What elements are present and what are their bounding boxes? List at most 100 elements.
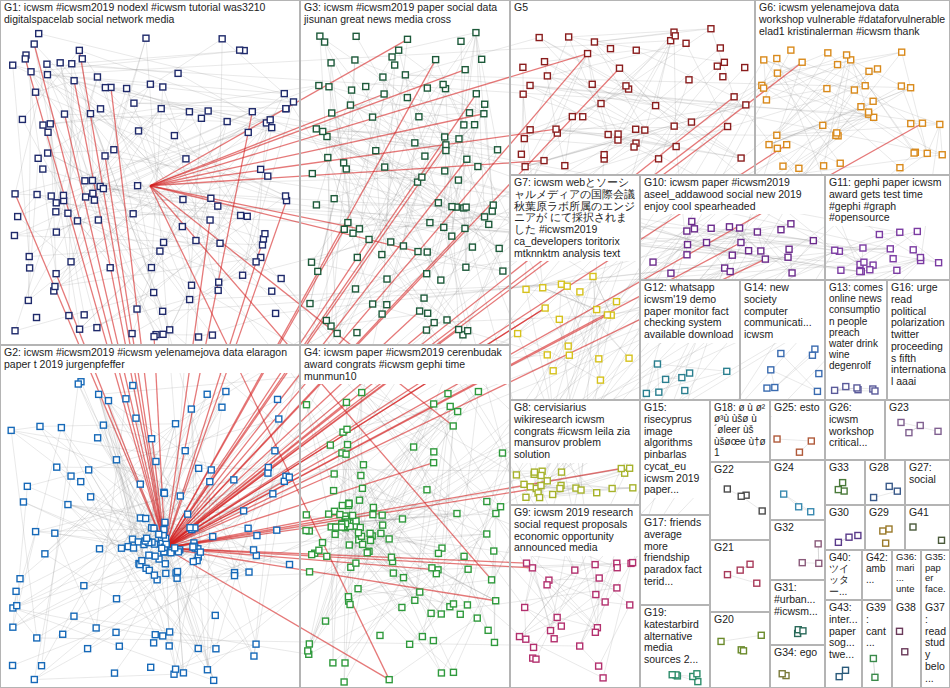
vertex-icon: [107, 265, 113, 271]
vertex-icon: [276, 416, 282, 422]
vertex-icon: [897, 229, 903, 235]
vertex-icon: [400, 243, 406, 249]
vertex-icon: [216, 279, 222, 285]
vertex-group: [871, 483, 901, 500]
vertex-icon: [593, 592, 599, 598]
vertex-icon: [876, 232, 882, 238]
vertex-link: [134, 548, 216, 615]
vertex-icon: [489, 208, 495, 214]
vertex-icon: [589, 81, 595, 87]
vertex-icon: [858, 104, 864, 110]
vertex-icon: [615, 131, 621, 137]
vertex-icon: [412, 140, 418, 146]
vertex-icon: [541, 158, 547, 164]
vertex-icon: [537, 495, 543, 501]
vertex-icon: [53, 200, 59, 206]
vertex-icon: [370, 504, 376, 510]
vertex-link: [15, 64, 47, 194]
vertex-icon: [307, 301, 313, 307]
vertex-icon: [379, 252, 385, 258]
vertex-icon: [688, 119, 694, 125]
vertex-icon: [238, 212, 244, 218]
vertex-icon: [886, 483, 892, 489]
vertex-icon: [431, 401, 437, 407]
vertex-icon: [131, 545, 137, 551]
vertex-icon: [808, 509, 814, 515]
vertex-link: [525, 607, 551, 630]
vertex-icon: [162, 561, 168, 567]
vertex-icon: [326, 84, 332, 90]
vertex-link: [97, 293, 154, 328]
vertex-icon: [316, 83, 322, 89]
vertex-icon: [180, 196, 186, 202]
vertex-link: [828, 53, 911, 124]
vertex-icon: [766, 142, 772, 148]
vertex-icon: [465, 328, 471, 334]
vertex-icon: [237, 47, 243, 53]
vertex-icon: [251, 547, 257, 553]
vertex-icon: [65, 210, 71, 216]
vertex-icon: [548, 628, 554, 634]
vertex-icon: [204, 667, 210, 673]
vertex-link: [580, 563, 631, 646]
vertex-icon: [796, 165, 802, 171]
vertex-link: [342, 527, 402, 607]
vertex-link: [99, 394, 157, 579]
vertex-icon: [224, 119, 230, 125]
vertex-icon: [157, 248, 163, 254]
vertex-icon: [76, 47, 82, 53]
vertex-icon: [24, 483, 30, 489]
vertex-icon: [278, 275, 284, 281]
vertex-link: [34, 556, 256, 680]
vertex-link: [139, 112, 190, 131]
vertex-icon: [183, 156, 189, 162]
vertex-link: [13, 428, 62, 628]
vertex-icon: [265, 173, 271, 179]
vertex-icon: [392, 62, 398, 68]
vertex-icon: [355, 586, 361, 592]
vertex-link: [569, 29, 711, 37]
vertex-icon: [788, 221, 794, 227]
vertex-icon: [147, 81, 153, 87]
vertex-icon: [558, 281, 564, 287]
vertex-link: [91, 114, 170, 330]
vertex-link: [309, 526, 350, 654]
vertex-link: [603, 563, 631, 677]
vertex-icon: [724, 486, 730, 492]
vertex-icon: [936, 260, 942, 266]
vertex-icon: [721, 59, 727, 65]
cross-group-link: [165, 548, 496, 601]
vertex-icon: [377, 632, 383, 638]
vertex-icon: [761, 57, 767, 63]
vertex-icon: [428, 610, 434, 616]
vertex-icon: [472, 122, 478, 128]
vertex-icon: [449, 204, 455, 210]
vertex-icon: [354, 254, 360, 260]
vertex-icon: [835, 539, 841, 545]
vertex-icon: [31, 41, 37, 47]
vertex-icon: [346, 500, 352, 506]
vertex-icon: [190, 559, 196, 565]
vertex-icon: [484, 499, 490, 505]
vertex-icon: [809, 352, 815, 358]
vertex-link: [518, 308, 546, 334]
vertex-link: [34, 546, 194, 679]
vertex-icon: [449, 233, 455, 239]
vertex-link: [43, 86, 319, 125]
vertex-link: [686, 43, 728, 126]
vertex-icon: [531, 469, 537, 475]
vertex-icon: [939, 152, 945, 158]
vertex-icon: [435, 200, 441, 206]
vertex-link: [89, 470, 142, 561]
vertex-icon: [464, 156, 470, 162]
vertex-icon: [596, 663, 602, 669]
vertex-icon: [500, 268, 506, 274]
vertex-icon: [161, 489, 167, 495]
vertex-icon: [490, 202, 496, 208]
vertex-icon: [566, 34, 572, 40]
vertex-icon: [45, 129, 51, 135]
vertex-icon: [520, 64, 526, 70]
vertex-icon: [208, 467, 214, 473]
vertex-link: [55, 251, 160, 286]
vertex-link: [382, 151, 446, 255]
